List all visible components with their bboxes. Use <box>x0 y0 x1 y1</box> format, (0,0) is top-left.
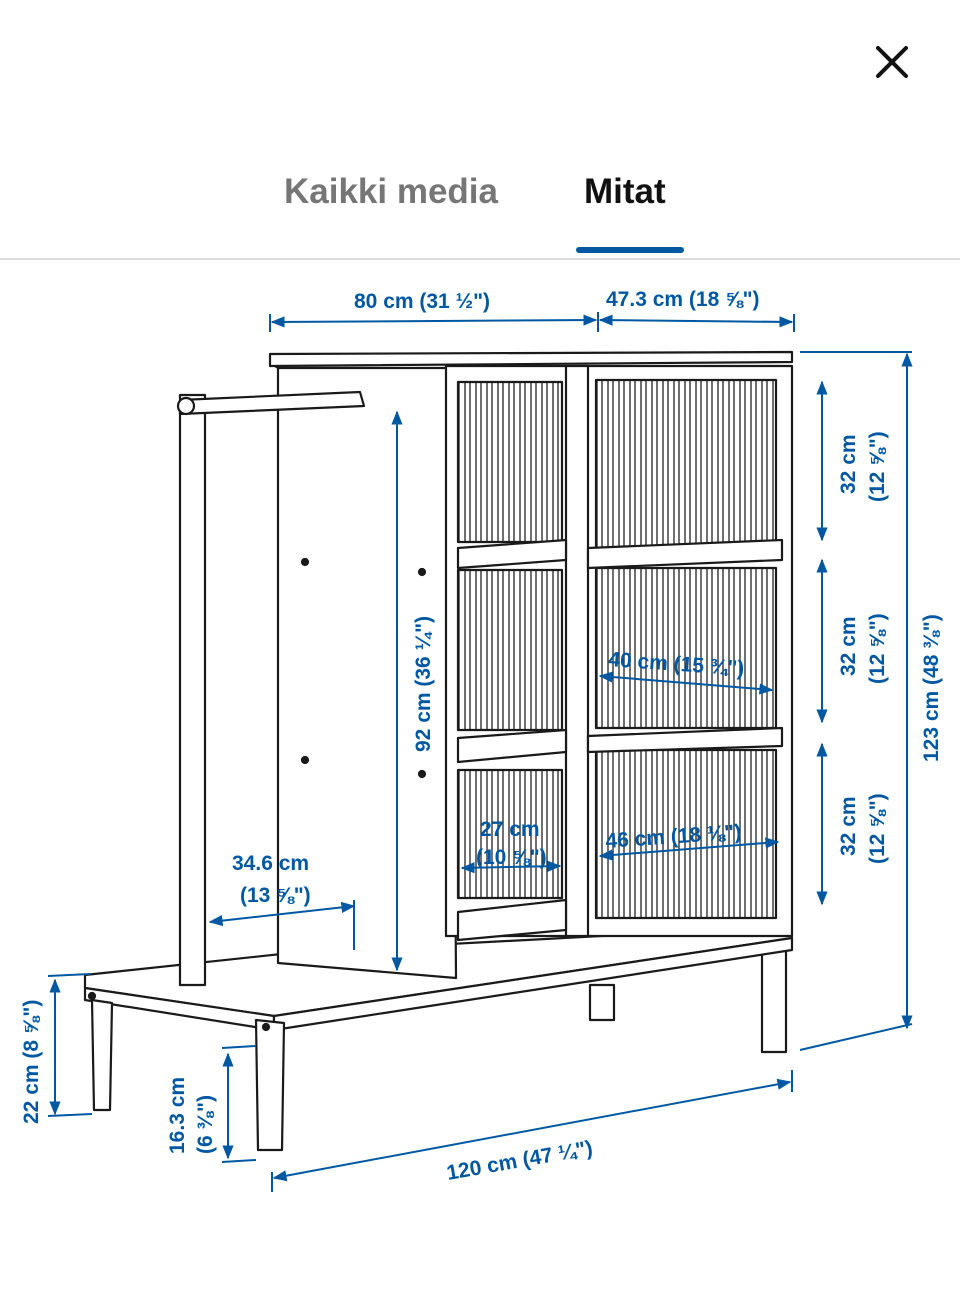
dim-shelf-3-in: (12 ⅝") <box>866 793 889 864</box>
dim-bench-depth-cm: 34.6 cm <box>232 852 309 875</box>
tab-dimensions[interactable]: Mitat <box>584 172 666 211</box>
dim-top-width: 80 cm (31 ½") <box>354 290 490 313</box>
tabs-divider <box>0 258 960 260</box>
close-icon <box>876 46 908 78</box>
dim-depth: 47.3 cm (18 ⅝") <box>606 288 760 311</box>
dimension-drawing: 80 cm (31 ½") 47.3 cm (18 ⅝") 32 cm (12 … <box>20 288 943 1192</box>
dim-inner-shelf-width-in: (10 ⅝") <box>476 846 547 869</box>
dim-bench-height: 22 cm (8 ⅝") <box>20 1000 43 1124</box>
media-tabs: Kaikki media Mitat <box>0 0 960 260</box>
dim-inner-shelf-width-cm: 27 cm <box>480 818 540 841</box>
dim-total-height: 123 cm (48 ⅜") <box>920 614 943 762</box>
tab-all-media[interactable]: Kaikki media <box>284 172 498 211</box>
dim-shelf-2-in: (12 ⅝") <box>866 613 889 684</box>
dim-shelf-3-cm: 32 cm <box>837 796 860 856</box>
furniture-illustration <box>83 350 794 1152</box>
dim-bench-depth-in: (13 ⅝") <box>240 884 311 907</box>
dim-panel-height: 92 cm (36 ¼") <box>412 616 435 752</box>
dimension-lines <box>47 312 913 1192</box>
close-button[interactable] <box>862 32 922 92</box>
active-tab-indicator <box>576 247 684 253</box>
dim-total-width: 120 cm (47 ¼") <box>445 1137 594 1185</box>
dim-shelf-1-in: (12 ⅝") <box>866 431 889 502</box>
dim-shelf-2-cm: 32 cm <box>837 616 860 676</box>
dim-leg-height-cm: 16.3 cm <box>166 1077 189 1154</box>
dim-leg-height-in: (6 ⅜") <box>194 1095 217 1154</box>
dim-shelf-1-cm: 32 cm <box>837 434 860 494</box>
